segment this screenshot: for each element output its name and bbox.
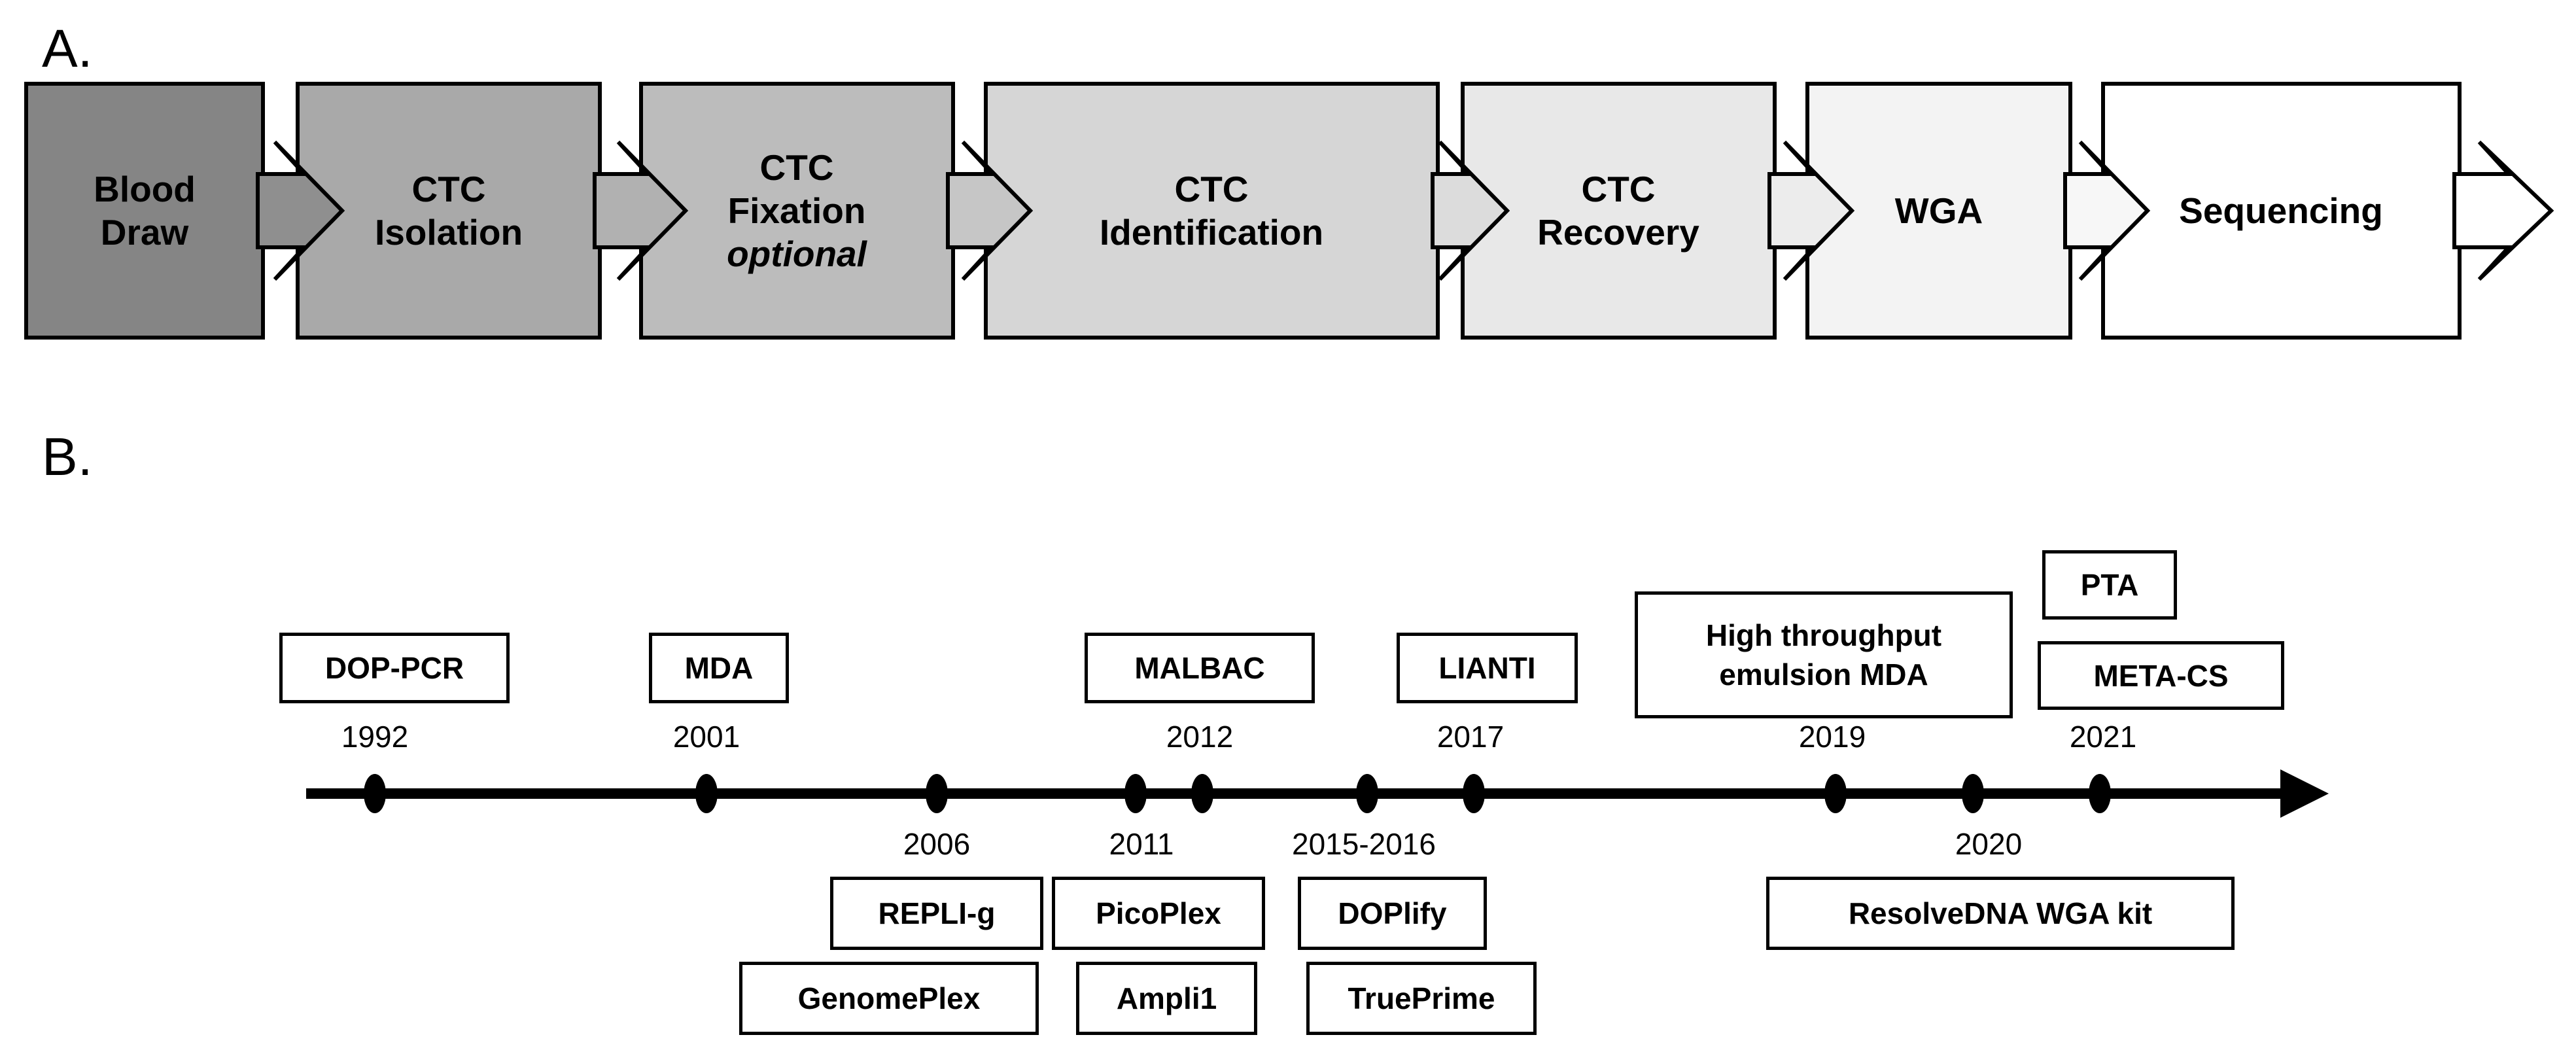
method-box-malbac: MALBAC xyxy=(1085,633,1315,703)
method-box-label: LIANTI xyxy=(1438,651,1536,685)
timeline-dot-2021 xyxy=(2089,774,2111,813)
method-box-label: DOP-PCR xyxy=(324,651,464,685)
method-box-meta-cs: META-CS xyxy=(2038,641,2284,710)
timeline-dot-2015-2016 xyxy=(1356,774,1378,813)
flow-arrow-icon-5 xyxy=(1767,140,1855,281)
flow-connector-arrows xyxy=(256,140,2554,281)
method-box-label: High throughput emulsion MDA xyxy=(1706,616,1941,694)
method-box-label: Ampli1 xyxy=(1116,981,1217,1015)
panel-a-label: A. xyxy=(42,19,93,79)
flow-step-rects xyxy=(24,82,2462,340)
method-box-pta: PTA xyxy=(2042,550,2177,620)
flow-step-rect-blood-draw xyxy=(24,82,265,340)
flow-step-label-sequencing: Sequencing xyxy=(2179,190,2383,231)
flow-step-rect-ctc-identification xyxy=(984,82,1440,340)
timeline-dots xyxy=(364,774,2111,813)
flow-arrow-icon-2 xyxy=(593,140,689,281)
year-label-2019: 2019 xyxy=(1798,720,1866,754)
method-box-label: PicoPlex xyxy=(1096,896,1221,930)
flow-arrow-icon-4 xyxy=(1431,140,1510,281)
flow-arrow-icon-7 xyxy=(2452,140,2554,281)
method-box-label: MDA xyxy=(684,651,754,685)
timeline-dot-2017 xyxy=(1463,774,1485,813)
timeline-arrowhead-icon xyxy=(2280,769,2329,818)
method-box-label: META-CS xyxy=(2093,658,2229,693)
method-box-label: ResolveDNA WGA kit xyxy=(1848,896,2153,930)
method-box-ampli1: Ampli1 xyxy=(1076,962,1257,1035)
flow-arrow-icon-6 xyxy=(2063,140,2151,281)
method-box-label: DOPlify xyxy=(1338,896,1447,930)
year-label-2011: 2011 xyxy=(1109,827,1174,861)
method-box-resolvedna-wga-kit: ResolveDNA WGA kit xyxy=(1766,877,2235,950)
timeline-dot-2001 xyxy=(695,774,718,813)
method-box-lianti: LIANTI xyxy=(1397,633,1578,703)
year-label-2020: 2020 xyxy=(1955,827,2023,861)
flow-step-rect-ctc-recovery xyxy=(1461,82,1777,340)
method-box-repli-g: REPLI-g xyxy=(830,877,1043,950)
timeline-dot-2011 xyxy=(1124,774,1147,813)
flow-arrow-icon-1 xyxy=(256,140,345,281)
year-label-2006: 2006 xyxy=(903,827,971,861)
method-box-label: REPLI-g xyxy=(878,896,996,930)
method-box-genomeplex: GenomePlex xyxy=(739,962,1039,1035)
method-box-doplify: DOPlify xyxy=(1298,877,1487,950)
year-label-1992: 1992 xyxy=(341,720,409,754)
method-box-line1: High throughput xyxy=(1705,618,1942,652)
method-box-high-throughput-emulsion-mda: High throughput emulsion MDA xyxy=(1635,591,2013,718)
timeline-dot-2019 xyxy=(1824,774,1847,813)
year-label-2001: 2001 xyxy=(672,720,740,754)
method-box-line2: emulsion MDA xyxy=(1719,658,1928,692)
year-label-2021: 2021 xyxy=(2069,720,2137,754)
method-box-mda: MDA xyxy=(649,633,789,703)
timeline-dot-2012 xyxy=(1191,774,1213,813)
flow-arrow-icon-3 xyxy=(946,140,1034,281)
method-box-trueprime: TruePrime xyxy=(1306,962,1537,1035)
flow-step-rect-sequencing xyxy=(2101,82,2462,340)
flow-step-label-wga: WGA xyxy=(1895,190,1983,231)
method-box-dop-pcr: DOP-PCR xyxy=(279,633,510,703)
flow-step-rect-ctc-fixation xyxy=(639,82,955,340)
panel-b-label: B. xyxy=(42,427,93,487)
flow-step-rect-ctc-isolation xyxy=(296,82,602,340)
timeline-dot-2020 xyxy=(1962,774,1984,813)
method-box-picoplex: PicoPlex xyxy=(1052,877,1265,950)
timeline-dot-1992 xyxy=(364,774,386,813)
year-label-2017: 2017 xyxy=(1436,720,1505,754)
method-box-label: TruePrime xyxy=(1348,981,1495,1015)
method-box-label: GenomePlex xyxy=(797,981,981,1015)
method-box-label: MALBAC xyxy=(1134,651,1265,685)
year-label-2015-2016: 2015-2016 xyxy=(1292,827,1436,861)
method-box-label: PTA xyxy=(2080,568,2139,602)
timeline-dot-2006 xyxy=(926,774,948,813)
year-label-2012: 2012 xyxy=(1166,720,1234,754)
